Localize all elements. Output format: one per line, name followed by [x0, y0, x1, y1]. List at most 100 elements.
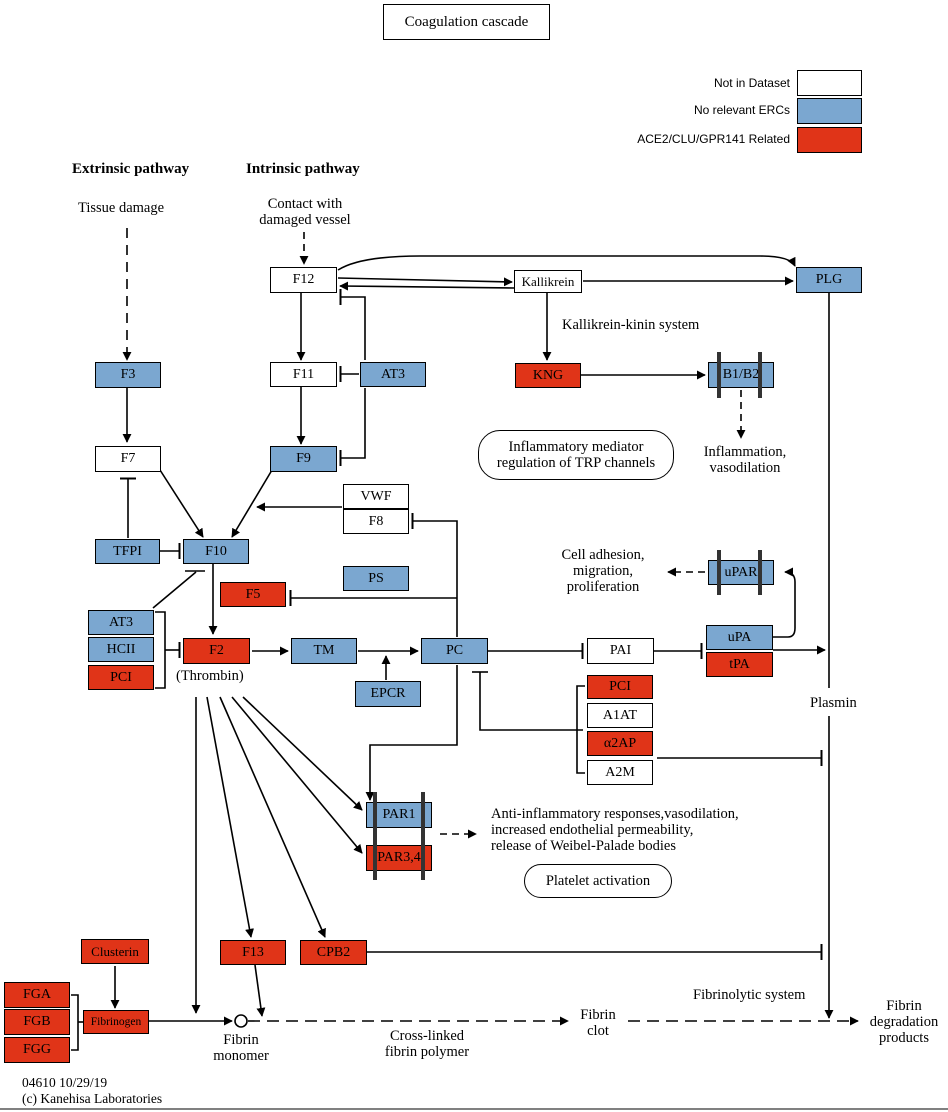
gene-tfpi[interactable]: TFPI [95, 539, 160, 564]
anti-line1: Anti-inflammatory responses,vasodilation… [491, 806, 739, 822]
gene-f8[interactable]: F8 [343, 509, 409, 534]
platelet-pill-label: Platelet activation [545, 873, 651, 889]
extrinsic-heading: Extrinsic pathway [72, 161, 190, 177]
cell-adhesion-line3: proliferation [566, 579, 640, 595]
edge-f13-crosslink [254, 964, 266, 1017]
tissue-damage-label: Tissue damage [78, 200, 165, 216]
gene-vwf[interactable]: VWF [343, 484, 409, 509]
edge-pc-inhibitors [479, 672, 583, 731]
edge-f12-kallikrein [337, 277, 513, 287]
fibrin-monomer-label: Fibrin monomer [196, 1032, 286, 1064]
edge-f2-cpb2 [219, 696, 326, 938]
contact-label-line1: Contact with [267, 196, 343, 212]
edge-pc-f8 [411, 513, 458, 637]
gene-f2[interactable]: F2 [183, 638, 250, 664]
fdp-line1: Fibrin [886, 998, 922, 1014]
par-membrane-rod-right [421, 792, 425, 880]
b1b2-membrane-rod-left [717, 352, 721, 398]
gene-clusterin[interactable]: Clusterin [81, 939, 149, 964]
gene-upa[interactable]: uPA [706, 625, 773, 650]
crosslinked-label: Cross-linked fibrin polymer [372, 1028, 482, 1060]
thrombin-label: (Thrombin) [176, 668, 244, 684]
fdp-label: Fibrin degradation products [862, 998, 946, 1046]
gene-f5[interactable]: F5 [220, 582, 286, 607]
edge-at3-f12 [339, 289, 366, 360]
legend-swatch-not-in-dataset [797, 70, 862, 96]
gene-f10[interactable]: F10 [183, 539, 249, 564]
legend-swatch-no-relevant [797, 98, 862, 124]
gene-tm[interactable]: TM [291, 638, 357, 664]
gene-fgb[interactable]: FGB [4, 1009, 70, 1035]
edge-kallikrein-f12 [339, 281, 515, 291]
inflammation-line1: Inflammation, [703, 444, 787, 460]
gene-f3[interactable]: F3 [95, 362, 161, 388]
gene-a1at[interactable]: A1AT [587, 703, 653, 728]
edge-pc-par1 [365, 665, 458, 801]
edge-at3-f10 [152, 571, 197, 609]
legend-label-related: ACE2/CLU/GPR141 Related [637, 132, 790, 146]
gene-ps[interactable]: PS [343, 566, 409, 591]
gene-f12[interactable]: F12 [270, 267, 337, 293]
gene-at3[interactable]: AT3 [88, 610, 154, 635]
edge-f2-par1 [242, 696, 363, 811]
gene-f11[interactable]: F11 [270, 362, 337, 387]
edge-at3-f2 [155, 611, 166, 689]
upar-membrane-rod-left [717, 550, 721, 595]
diagram-title: Coagulation cascade [383, 4, 550, 40]
gene-f13[interactable]: F13 [220, 940, 286, 965]
anti-line2: increased endothelial permeability, [491, 822, 694, 838]
inflammatory-pill-line2: regulation of TRP channels [496, 455, 656, 471]
intrinsic-heading: Intrinsic pathway [246, 161, 360, 177]
gene-fibrinogen[interactable]: Fibrinogen [83, 1010, 149, 1034]
gene-kng[interactable]: KNG [515, 363, 581, 388]
cell-adhesion-line1: Cell adhesion, [561, 547, 645, 563]
contact-label: Contact with damaged vessel [240, 196, 370, 228]
crosslinked-line1: Cross-linked [389, 1028, 465, 1044]
plasmin-label: Plasmin [810, 695, 857, 711]
edge-at3-f9 [339, 388, 366, 466]
fdp-line3: products [879, 1030, 929, 1046]
gene-f7[interactable]: F7 [95, 446, 161, 472]
gene-hcii[interactable]: HCII [88, 637, 154, 662]
fibrin-monomer-line2: monomer [213, 1048, 269, 1064]
gene-fga[interactable]: FGA [4, 982, 70, 1008]
gene-at3-top[interactable]: AT3 [360, 362, 426, 387]
gene-pc[interactable]: PC [421, 638, 488, 664]
gene-tpa[interactable]: tPA [706, 652, 773, 677]
inflammatory-mediator-pill[interactable]: Inflammatory mediator regulation of TRP … [478, 430, 674, 480]
gene-pci-left[interactable]: PCI [88, 665, 154, 690]
gene-a2ap[interactable]: α2AP [587, 731, 653, 756]
upar-membrane-rod-right [758, 550, 762, 595]
contact-label-line2: damaged vessel [259, 212, 351, 228]
footer-copyright: (c) Kanehisa Laboratories [22, 1091, 163, 1106]
fibrinolytic-label: Fibrinolytic system [693, 987, 806, 1003]
gene-plg[interactable]: PLG [796, 267, 862, 293]
fibrin-clot-label: Fibrin clot [568, 1007, 628, 1039]
edge-f2-par34 [231, 696, 363, 854]
fibrin-monomer-line1: Fibrin [223, 1032, 259, 1048]
gene-pai[interactable]: PAI [587, 638, 654, 664]
gene-pci-right[interactable]: PCI [587, 675, 653, 699]
fibrin-clot-line1: Fibrin [580, 1007, 616, 1023]
edge-f12-plg [337, 255, 796, 271]
cell-adhesion-line2: migration, [572, 563, 633, 579]
inflammatory-pill-line1: Inflammatory mediator [508, 439, 644, 455]
inflammation-label: Inflammation, vasodilation [690, 444, 800, 476]
gene-kallikrein[interactable]: Kallikrein [514, 270, 582, 293]
edge-f2-f13 [206, 696, 254, 938]
anti-inflammatory-label: Anti-inflammatory responses,vasodilation… [491, 806, 739, 854]
gene-fgg[interactable]: FGG [4, 1037, 70, 1063]
gene-f9[interactable]: F9 [270, 446, 337, 472]
gene-a2m[interactable]: A2M [587, 760, 653, 785]
gene-epcr[interactable]: EPCR [355, 681, 421, 707]
legend-label-no-relevant: No relevant ERCs [693, 103, 790, 117]
kallikrein-kinin-label: Kallikrein-kinin system [562, 317, 700, 333]
par-membrane-rod-left [373, 792, 377, 880]
fibrin-monomer-node [234, 1014, 248, 1028]
edge-f9-f10 [231, 469, 273, 538]
platelet-activation-pill[interactable]: Platelet activation [524, 864, 672, 898]
gene-cpb2[interactable]: CPB2 [300, 940, 367, 965]
footer-id: 04610 10/29/19 [22, 1075, 108, 1090]
